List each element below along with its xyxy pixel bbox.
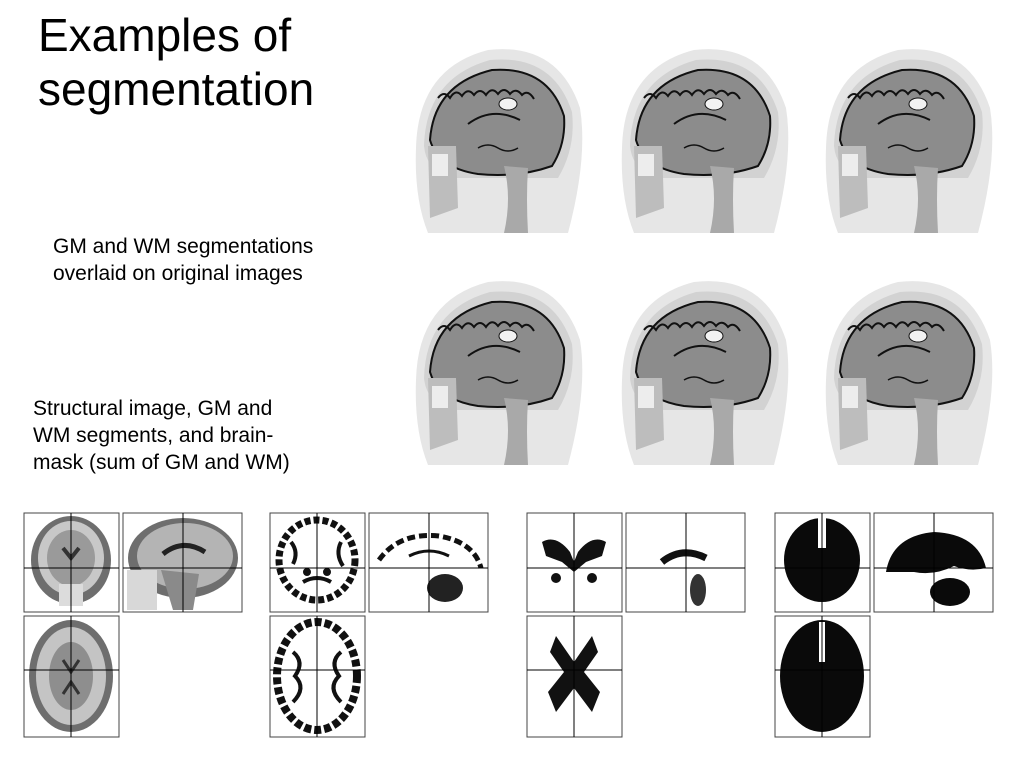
slide-title: Examples of segmentation <box>38 8 314 116</box>
caption-structural-line-3: mask (sum of GM and WM) <box>33 451 290 474</box>
sagittal-overlay-image <box>614 28 794 233</box>
title-line-1: Examples of <box>38 9 292 61</box>
caption-structural-line-1: Structural image, GM and <box>33 397 273 420</box>
sagittal-overlay-image <box>614 260 794 465</box>
sagittal-overlay-image <box>818 28 998 233</box>
brain-mask-views <box>774 512 996 740</box>
caption-overlay-line-1: GM and WM segmentations <box>53 235 314 258</box>
caption-structural-line-2: WM segments, and brain- <box>33 424 274 447</box>
title-line-2: segmentation <box>38 63 315 115</box>
caption-overlay-line-2: overlaid on original images <box>53 262 303 285</box>
caption-structural: Structural image, GM and WM segments, an… <box>33 395 290 476</box>
sagittal-overlay-image <box>408 28 588 233</box>
gm-segment-views <box>269 512 491 740</box>
sagittal-overlay-image <box>818 260 998 465</box>
sagittal-overlay-image <box>408 260 588 465</box>
caption-overlay: GM and WM segmentations overlaid on orig… <box>53 233 313 287</box>
wm-segment-views <box>526 512 748 740</box>
structural-image-views <box>23 512 245 740</box>
